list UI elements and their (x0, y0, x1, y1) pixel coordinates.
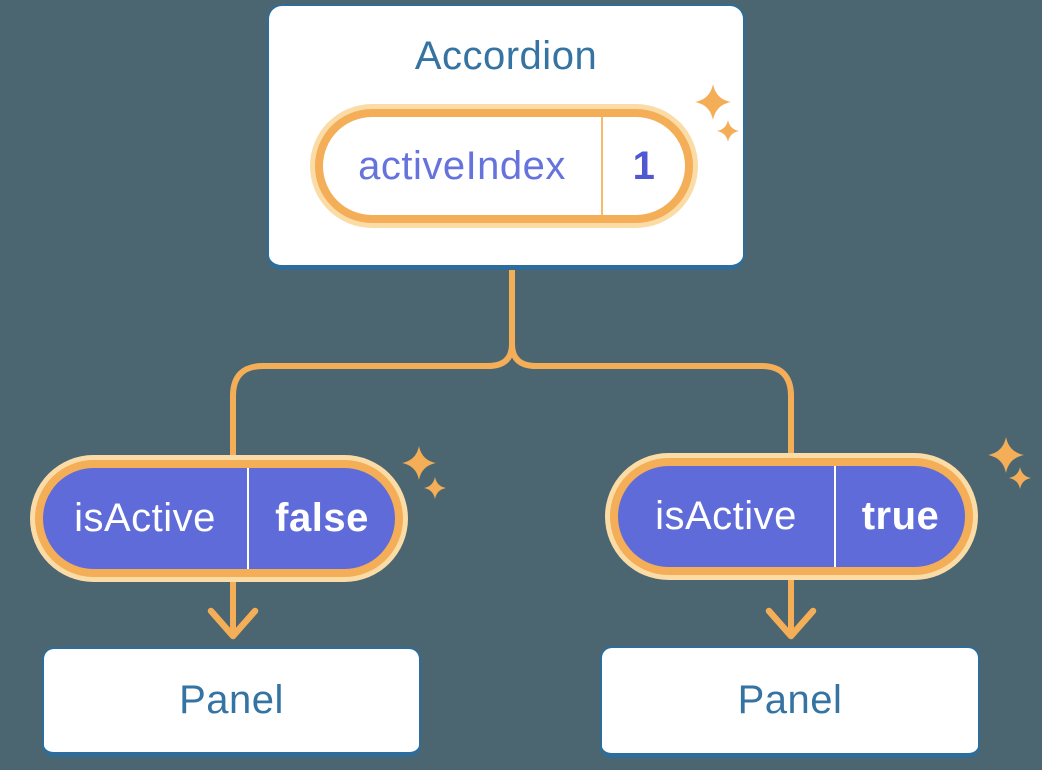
prop-pill-body: isActive false (43, 468, 395, 569)
panel-card-left: Panel (42, 647, 421, 757)
arrow-down-icon (765, 607, 817, 640)
prop-name: isActive (74, 496, 216, 540)
sparkle-icon (988, 437, 1024, 473)
pill-divider (601, 117, 603, 215)
sparkle-icon (717, 120, 739, 142)
prop-pill-ring: isActive true (610, 458, 973, 575)
sparkle-icon (1009, 467, 1031, 489)
arrow-down-icon (207, 607, 259, 640)
prop-name: isActive (655, 494, 797, 538)
pill-divider (834, 466, 836, 567)
connector-branch-right (509, 268, 794, 634)
state-value: 1 (632, 143, 656, 188)
pill-divider (247, 468, 249, 569)
prop-pill-body: isActive true (618, 466, 965, 567)
state-pill-ring: activeIndex 1 (315, 109, 693, 223)
sparkle-icon (402, 446, 436, 480)
prop-value: true (861, 494, 940, 538)
sparkle-icon (424, 477, 446, 499)
state-name: activeIndex (358, 143, 566, 188)
panel-card-right: Panel (600, 646, 980, 758)
accordion-title: Accordion (414, 34, 598, 78)
state-pill: activeIndex 1 (310, 104, 698, 228)
prop-value: false (275, 496, 369, 540)
prop-pill-ring: isActive false (35, 460, 403, 577)
prop-pill-right: isActive true (605, 453, 978, 580)
sparkle-icon (695, 84, 731, 120)
prop-pill-left: isActive false (30, 455, 408, 582)
panel-title: Panel (179, 678, 284, 722)
panel-title: Panel (737, 678, 843, 722)
state-pill-body: activeIndex 1 (323, 117, 685, 215)
